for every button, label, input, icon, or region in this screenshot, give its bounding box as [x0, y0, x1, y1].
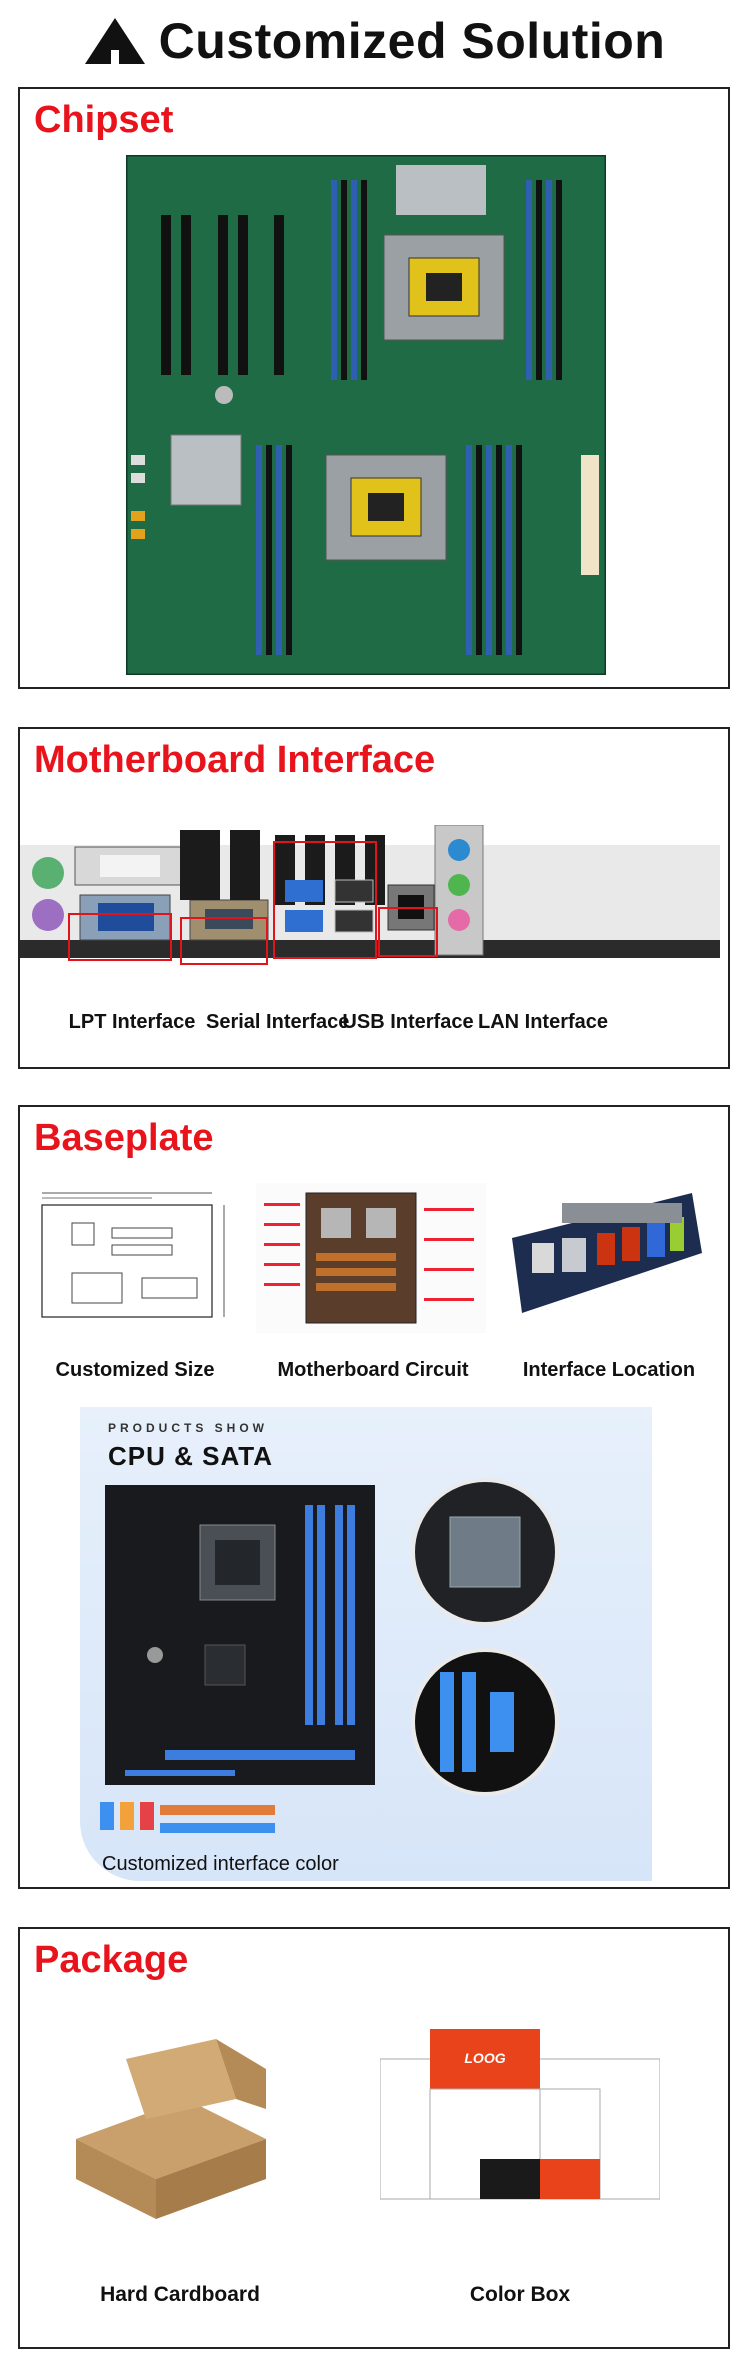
lpt-interface-label: LPT Interface [68, 1011, 196, 1033]
cpu-socket-zoom-image [411, 1478, 559, 1626]
customized-interface-color-caption: Customized interface color [102, 1853, 339, 1875]
color-box-brand-logo: LOOG [464, 2050, 505, 2066]
color-box-dieline-image: LOOG [380, 2029, 660, 2200]
lpt-highlight-box [68, 913, 172, 961]
motherboard-interface-title: Motherboard Interface [34, 739, 436, 781]
page-header: Customized Solution [0, 0, 750, 82]
interface-location-caption: Interface Location [522, 1359, 696, 1381]
server-motherboard-image [126, 155, 606, 675]
serial-interface-label: Serial Interface [206, 1011, 350, 1033]
size-blueprint-image [41, 1192, 225, 1318]
color-connectors-image [100, 1802, 275, 1833]
black-motherboard-image [105, 1485, 375, 1785]
lan-highlight-box [378, 907, 438, 957]
package-section: Package LOOG Hard Cardboard Color Box [18, 1927, 730, 2349]
baseplate-section: Baseplate C [18, 1105, 730, 1889]
customized-size-caption: Customized Size [55, 1359, 215, 1381]
serial-highlight-box [180, 917, 268, 965]
io-panel-image [20, 825, 720, 958]
baseplate-title: Baseplate [34, 1117, 214, 1159]
triangle-logo-icon [84, 18, 145, 64]
usb-interface-label: USB Interface [342, 1011, 474, 1033]
products-show-label: PRODUCTS SHOW [108, 1421, 268, 1435]
motherboard-interface-section: Motherboard Interface LPT Interface Se [18, 727, 730, 1069]
chipset-section: Chipset [18, 87, 730, 689]
page-title: Customized Solution [158, 13, 666, 69]
chipset-title: Chipset [34, 99, 174, 141]
motherboard-circuit-caption: Motherboard Circuit [277, 1359, 469, 1381]
interface-location-image [512, 1193, 702, 1313]
products-show-panel: PRODUCTS SHOW CPU & SATA [80, 1407, 652, 1881]
lan-interface-label: LAN Interface [477, 1011, 609, 1033]
sata-zoom-image [411, 1648, 559, 1796]
usb-highlight-box [273, 841, 377, 959]
circuit-diagram-image [256, 1183, 486, 1333]
package-title: Package [34, 1939, 189, 1981]
hard-cardboard-caption: Hard Cardboard [100, 2283, 260, 2306]
color-box-caption: Color Box [469, 2283, 571, 2306]
cardboard-box-image [76, 2039, 266, 2219]
cpu-sata-heading: CPU & SATA [108, 1441, 274, 1471]
